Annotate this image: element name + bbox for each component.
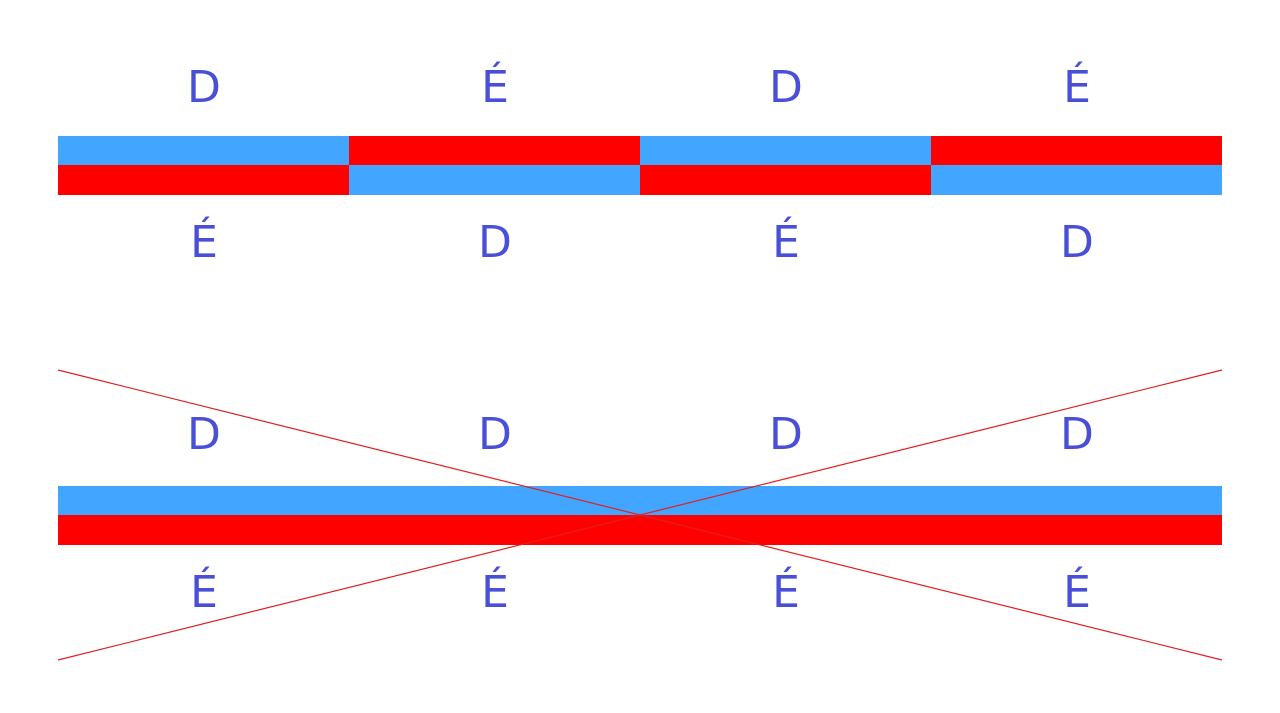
top-label-below-2: D [478, 217, 512, 268]
bottom-bar-upper-segment-4 [931, 486, 1222, 515]
bottom-bar-lower-segment-1 [58, 515, 349, 545]
top-bar-lower-segment-1 [58, 165, 349, 195]
top-bar-upper-segment-2 [349, 136, 640, 165]
top-bar-lower-segment-4 [931, 165, 1222, 195]
bottom-bar-upper-segment-1 [58, 486, 349, 515]
bottom-bar-upper-segment-3 [640, 486, 931, 515]
bottom-label-below-2: É [481, 567, 509, 618]
top-label-below-3: É [772, 217, 800, 268]
bottom-label-above-1: D [187, 409, 221, 460]
top-label-above-2: É [481, 62, 509, 113]
top-label-below-1: É [190, 217, 218, 268]
bottom-bar-upper-segment-2 [349, 486, 640, 515]
cross-line-ascending [57, 369, 1223, 661]
top-bar-upper-segment-4 [931, 136, 1222, 165]
bottom-bar-lower-segment-4 [931, 515, 1222, 545]
bottom-bar-lower-segment-3 [640, 515, 931, 545]
top-bar-lower-segment-2 [349, 165, 640, 195]
bottom-label-above-4: D [1060, 409, 1094, 460]
top-label-above-1: D [187, 62, 221, 113]
bottom-label-below-4: É [1063, 567, 1091, 618]
bottom-label-above-2: D [478, 409, 512, 460]
bottom-bar-lower-segment-2 [349, 515, 640, 545]
top-label-below-4: D [1060, 217, 1094, 268]
top-label-above-3: D [769, 62, 803, 113]
bottom-label-below-1: É [190, 567, 218, 618]
top-bar-lower-segment-3 [640, 165, 931, 195]
bottom-label-below-3: É [772, 567, 800, 618]
top-bar-upper-segment-3 [640, 136, 931, 165]
top-bar-upper-segment-1 [58, 136, 349, 165]
top-label-above-4: É [1063, 62, 1091, 113]
bottom-label-above-3: D [769, 409, 803, 460]
